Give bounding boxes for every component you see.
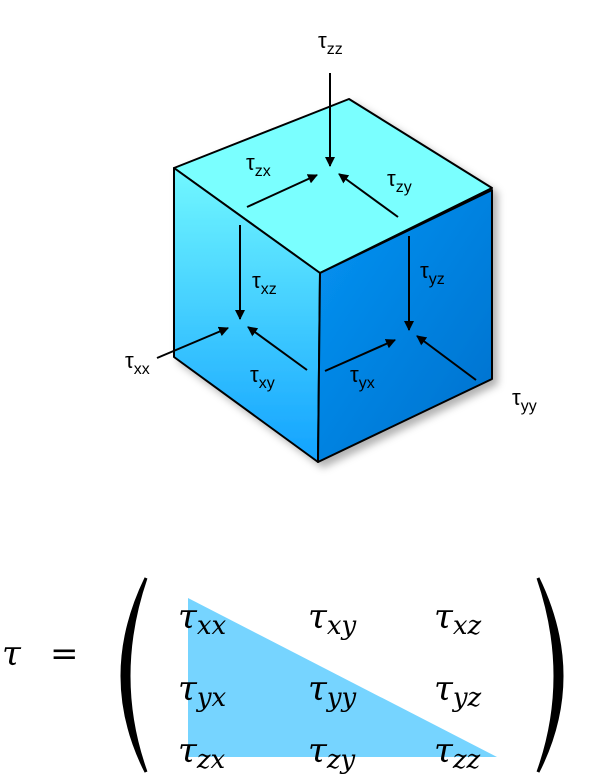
- arrow-xy: [247, 326, 308, 371]
- label-tau-yy: τyy: [512, 385, 537, 415]
- matrix-entry-yx: τyx: [178, 669, 227, 713]
- right-parenthesis: [536, 577, 564, 773]
- arrow-xx: [156, 326, 229, 359]
- equation-lhs: τ: [2, 634, 22, 674]
- cube-labels: τzz τzx τzy τxz τyz τxx τxy τyx τyy: [125, 28, 537, 415]
- matrix-entry-yy: τyy: [308, 669, 357, 713]
- matrix-entry-xx: τxx: [178, 597, 226, 641]
- left-parenthesis: [120, 577, 148, 773]
- arrow-yx: [324, 339, 396, 372]
- label-tau-zz: τzz: [318, 28, 343, 58]
- label-tau-zy: τzy: [387, 166, 412, 196]
- lower-triangle-highlight: [188, 598, 497, 757]
- stress-arrows: [156, 73, 477, 381]
- equals-sign: =: [50, 634, 79, 674]
- tensor-equation: τ = τxx τxy τxz τyx τyy τyz τzx τzy τzz: [2, 577, 564, 775]
- matrix-entry-zy: τzy: [308, 731, 356, 775]
- label-tau-yz: τyz: [420, 258, 445, 288]
- label-tau-yx: τyx: [350, 362, 375, 392]
- matrix-entry-xz: τxz: [434, 597, 481, 641]
- label-tau-zx: τzx: [246, 150, 271, 180]
- matrix-entry-yz: τyz: [434, 669, 482, 713]
- label-tau-xx: τxx: [125, 348, 150, 378]
- arrow-yy: [416, 335, 477, 381]
- label-tau-xz: τxz: [252, 268, 277, 298]
- matrix-entry-xy: τxy: [308, 597, 356, 641]
- arrow-zx: [246, 174, 318, 208]
- arrow-zy: [338, 173, 399, 218]
- label-tau-xy: τxy: [250, 362, 275, 392]
- matrix-entry-zz: τzz: [434, 731, 481, 775]
- matrix-entry-zx: τzx: [178, 731, 226, 775]
